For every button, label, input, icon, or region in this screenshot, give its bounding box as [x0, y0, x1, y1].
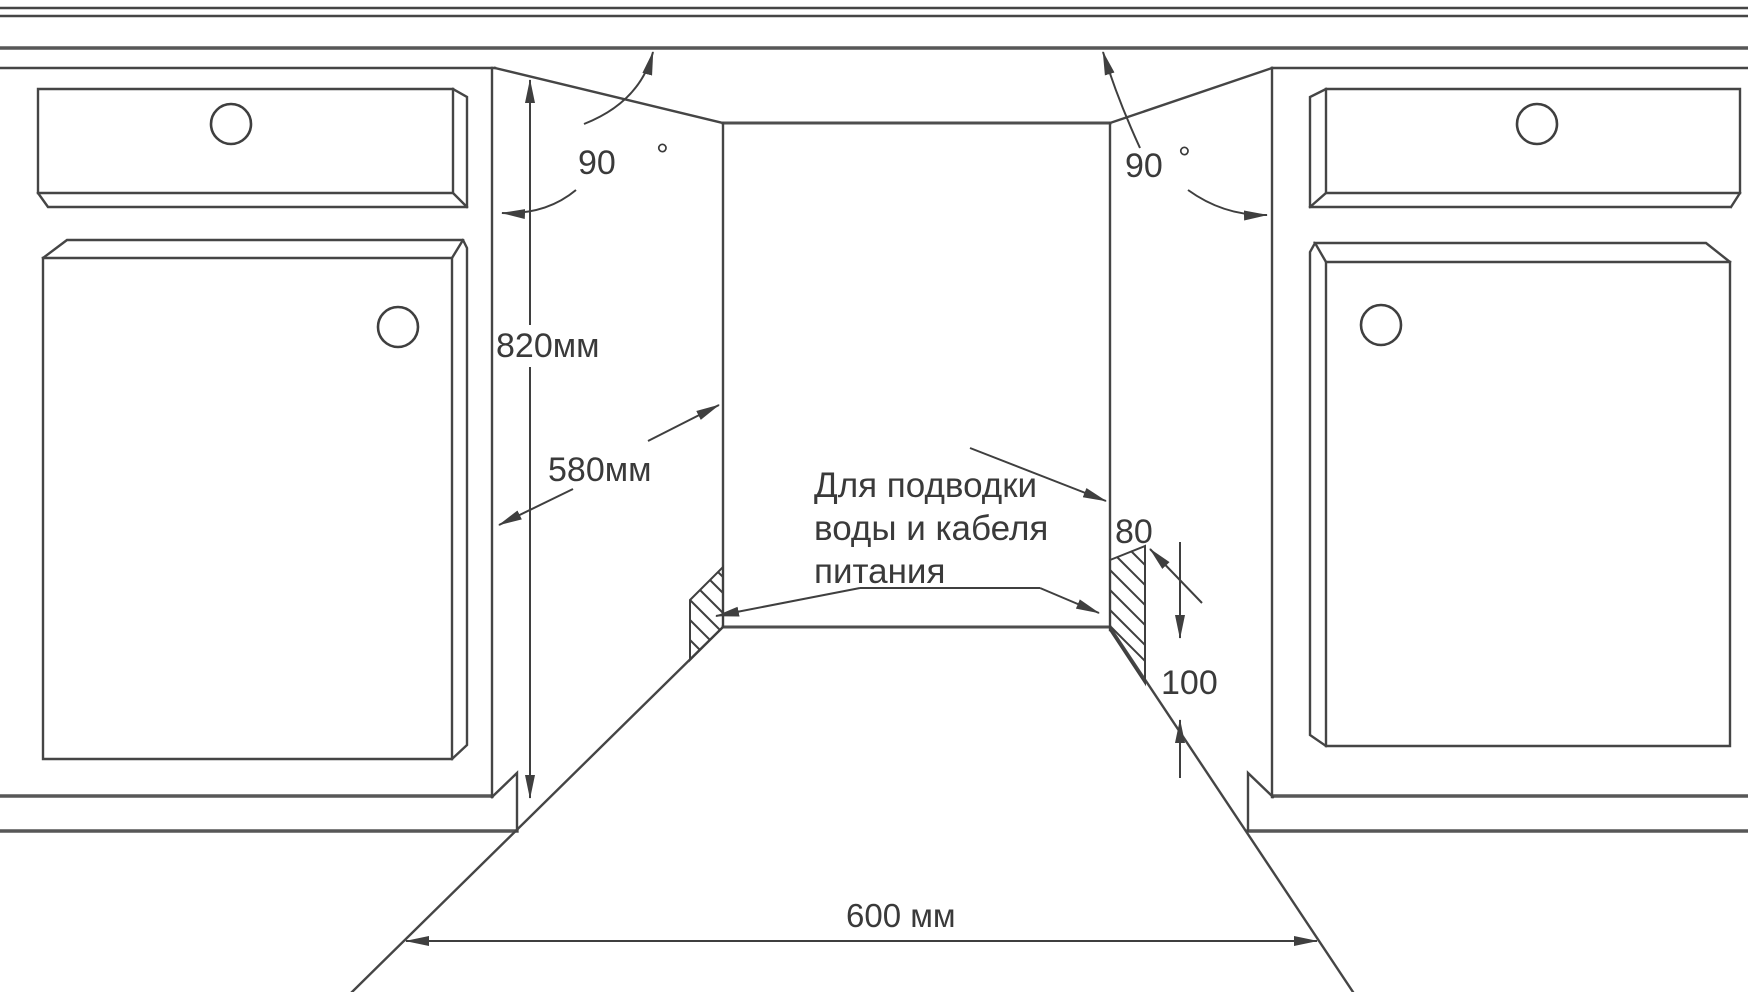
note-line-1: Для подводки: [814, 466, 1037, 505]
right-toe-kick: [1246, 770, 1275, 833]
right-drawer-knob: [1515, 102, 1559, 146]
angle-right-arc-lower: [1187, 189, 1268, 221]
supply-note: Для подводки воды и кабеля питания: [715, 466, 1100, 617]
note-line-3: питания: [814, 552, 945, 591]
niche-left-wall-top-slant: [493, 66, 725, 125]
dim-580-label: 580мм: [548, 451, 651, 489]
right-door-knob: [1359, 303, 1403, 347]
note-line-2: воды и кабеля: [814, 509, 1048, 548]
angle-right-degree: °: [1178, 140, 1191, 176]
floor-lines: [0, 794, 1748, 833]
right-cabinet: [1246, 66, 1742, 833]
floor-perspective-right: [1108, 625, 1355, 992]
angle-left: 90 °: [501, 51, 669, 220]
service-hatch-left: [689, 564, 724, 663]
dim-80-arrow-lower: [1149, 548, 1203, 604]
left-door-front: [41, 256, 454, 761]
dim-820-label: 820мм: [496, 327, 599, 365]
angle-right-arc-upper: [1102, 51, 1141, 149]
dim-80-arrow-upper: [969, 447, 1107, 502]
countertop: [0, 6, 1748, 70]
angle-left-arc-upper: [583, 51, 654, 125]
dimension-580: 580мм: [498, 404, 720, 526]
angle-right: 90 °: [1102, 51, 1268, 221]
left-drawer-knob: [209, 102, 253, 146]
angle-left-degree: °: [656, 137, 669, 173]
hatch-left-lines: [689, 571, 724, 651]
floor-perspective-left: [350, 625, 725, 992]
angle-right-label: 90: [1125, 147, 1163, 185]
right-door-edge-3d: [1308, 241, 1732, 748]
left-drawer-edge-3d: [36, 87, 469, 209]
right-door-front: [1324, 260, 1732, 748]
left-door-edge-3d: [41, 238, 469, 761]
right-drawer-edge-3d: [1308, 87, 1742, 209]
dimension-820: 820мм: [496, 79, 599, 799]
dim-580-arrow-lower: [498, 488, 574, 526]
left-drawer-front: [36, 87, 455, 195]
dimension-80: 80: [969, 447, 1203, 604]
left-door-knob: [376, 305, 420, 349]
note-leader-left: [715, 587, 861, 617]
left-cabinet: [36, 66, 519, 833]
angle-left-arc-lower: [501, 189, 577, 220]
hatch-right-outline: [1109, 544, 1146, 687]
service-hatch-right: [1109, 544, 1146, 687]
note-leader-right: [1039, 587, 1100, 614]
dim-580-arrow-upper: [647, 404, 720, 442]
dim-600-label: 600 мм: [846, 897, 956, 934]
angle-left-label: 90: [578, 144, 616, 182]
hatch-right-lines: [1109, 550, 1146, 662]
niche-right-wall-top-slant: [1108, 66, 1274, 125]
niche: [350, 66, 1355, 992]
dim-80-label: 80: [1115, 513, 1153, 551]
dimension-600: 600 мм: [405, 897, 1318, 946]
dim-100-label: 100: [1161, 664, 1218, 702]
left-toe-kick: [490, 770, 519, 833]
dimension-100: 100: [1161, 542, 1218, 778]
